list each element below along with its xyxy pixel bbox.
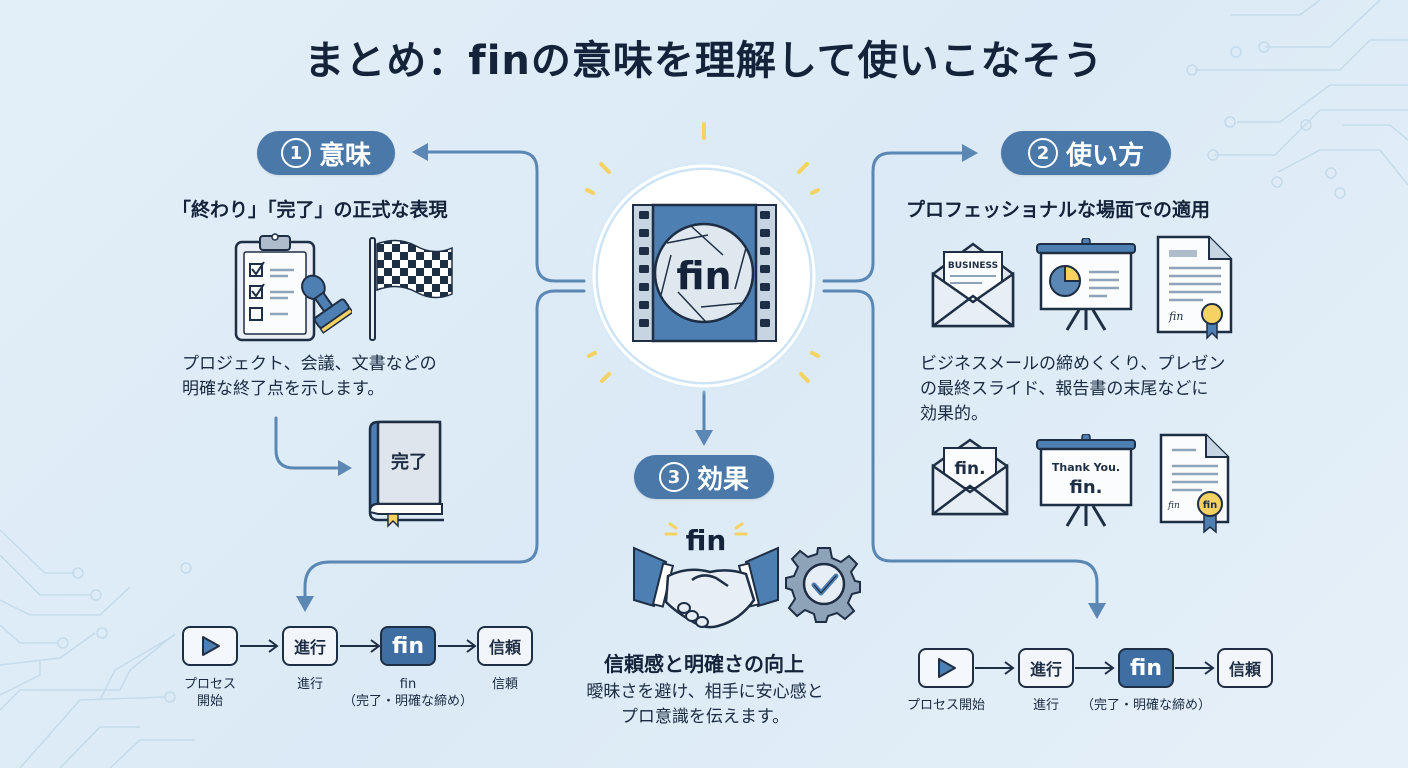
signature-text: fin (1167, 501, 1180, 511)
right-flow-label-start: プロセス開始 (906, 698, 985, 713)
pie-chart-presentation-icon (1036, 238, 1136, 331)
connector-to-meaning (423, 150, 586, 283)
right-flow-step-progress: 進行 (1018, 648, 1074, 688)
section-usage-pill: 2 使い方 (1001, 131, 1171, 175)
center-fin-emblem: fin (583, 155, 825, 397)
right-flow-step-fin: fin (1118, 648, 1174, 688)
section-meaning-pill: 1 意味 (257, 131, 395, 175)
checkered-flag-icon (369, 237, 453, 341)
handshake-icon: fin (633, 522, 779, 629)
section-usage-description: ビジネスメールの締めくくり、プレゼン の最終スライド、報告書の末尾などに 効果的… (920, 354, 1226, 424)
clipboard-checklist-stamp-icon (234, 233, 352, 342)
handshake-fin-label: fin (686, 524, 727, 557)
left-flow-label-progress: 進行 (296, 677, 323, 692)
film-aperture-icon: fin (584, 156, 824, 396)
fin-envelope-icon: fin. (931, 438, 1009, 516)
thank-you-text: Thank You. (1052, 461, 1120, 474)
center-fin-label: fin (676, 254, 731, 298)
left-flow-label-start: プロセス 開始 (183, 677, 236, 709)
connector-to-usage (822, 151, 967, 283)
section-number-badge: 3 (658, 462, 689, 492)
section-meaning-description: プロジェクト、会議、文書などの 明確な終了点を示します。 (182, 354, 437, 399)
signature-text: fin (1168, 310, 1183, 323)
left-flow-label-trust: 信頼 (491, 677, 518, 692)
page-title: まとめ：finの意味を理解して使いこなそう (304, 38, 1104, 84)
envelope-label: BUSINESS (948, 261, 998, 271)
gear-check-icon (785, 547, 861, 623)
left-flow-step-start (182, 626, 238, 666)
section-effect-pill: 3 効果 (634, 455, 774, 499)
section-usage-subheading: プロフェッショナルな場面での適用 (906, 199, 1211, 221)
envelope-fin-label: fin. (954, 459, 985, 479)
connector-to-right-flow (822, 289, 1099, 607)
section-effect-subheading: 信頼感と明確さの向上 (604, 652, 804, 676)
fin-sealed-document-icon: fin fin (1159, 433, 1230, 534)
book-icon: 完了 (368, 420, 444, 528)
left-flow-step-progress: 進行 (282, 626, 338, 666)
section-usage-title: 使い方 (1065, 140, 1144, 171)
left-flow-step-trust: 信頼 (477, 626, 533, 666)
play-icon (202, 636, 220, 656)
section-meaning-title: 意味 (318, 140, 371, 171)
section-number-badge: 1 (280, 138, 311, 168)
business-envelope-icon: BUSINESS (931, 242, 1015, 328)
connector-to-left-flow (303, 289, 586, 600)
thank-you-presentation-icon: Thank You. fin. (1036, 434, 1136, 527)
book-label: 完了 (391, 451, 427, 473)
signed-document-icon: fin (1156, 235, 1233, 340)
seal-fin-text: fin (1203, 500, 1218, 511)
right-flow-step-start (918, 648, 974, 688)
board-fin-text: fin. (1070, 477, 1103, 498)
right-flow-label-fin: （完了・明確な締め） (1080, 698, 1211, 713)
left-flow-label-fin: fin （完了・明確な締め） (342, 677, 473, 709)
play-icon (938, 658, 956, 678)
section-effect-description: 曖昧さを避け、相手に安心感と プロ意識を伝えます。 (586, 682, 824, 727)
right-flow-label-progress: 進行 (1032, 698, 1059, 713)
section-number-badge: 2 (1027, 138, 1058, 168)
right-flow-step-trust: 信頼 (1217, 648, 1273, 688)
connector-to-book (274, 416, 342, 470)
section-effect-title: 効果 (696, 464, 749, 495)
left-flow-step-fin: fin (380, 626, 436, 666)
section-meaning-subheading: 「終わり」「完了」の正式な表現 (172, 199, 448, 221)
